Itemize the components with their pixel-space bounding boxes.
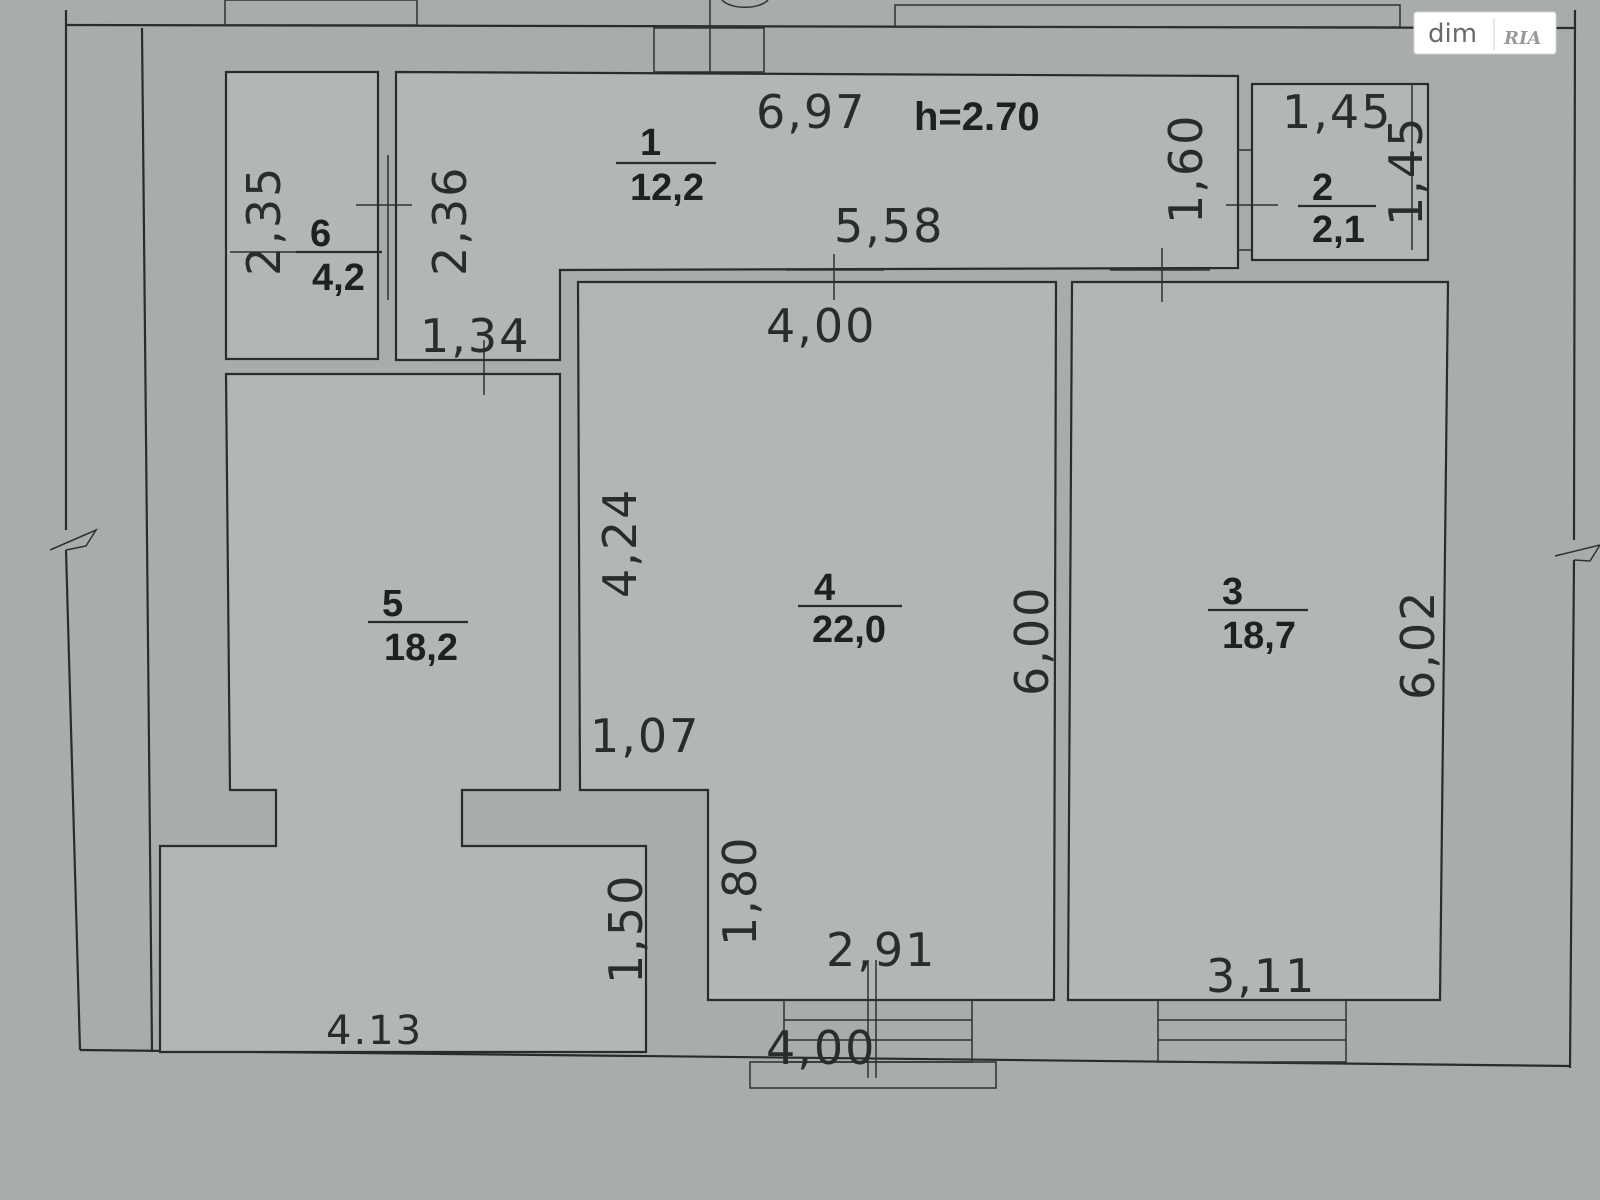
- ceiling-height: h=2.70: [914, 95, 1040, 139]
- room-4-outline: [576, 280, 1058, 1002]
- watermark-sub: RIA: [1503, 28, 1541, 49]
- room-4-area: 22,0: [812, 609, 886, 651]
- room-4-label: 4 22,0: [798, 567, 902, 651]
- room-2-outline: [1250, 82, 1430, 262]
- room-5-outline: [158, 372, 648, 1054]
- dim-2-91: 2,91: [826, 923, 936, 977]
- dim-3-11: 3,11: [1206, 949, 1316, 1003]
- room-1-outline: [394, 70, 1240, 362]
- balcony-steps: [749, 960, 1347, 1089]
- room-2-label: 2 2,1: [1298, 167, 1376, 251]
- room-6-number: 6: [310, 213, 331, 255]
- dim-4-24: 4,24: [593, 488, 647, 598]
- dim-1-80: 1,80: [713, 836, 767, 946]
- dim-4-13: 4.13: [326, 1008, 423, 1054]
- dim-1-45-horizontal: 1,45: [1282, 85, 1392, 139]
- dimension-labels: 6,97 5,58 4,00 1,34 1,45 1,07 2,91 3,11 …: [237, 85, 1445, 1075]
- room-1-area: 12,2: [630, 167, 704, 209]
- dim-2-36: 2,36: [423, 166, 477, 276]
- room-labels: 1 12,2 2 2,1 3 18,7 4 22,0 5 18,2 6 4,2: [296, 122, 1376, 669]
- dim-6-97: 6,97: [756, 85, 866, 139]
- watermark: dim RIA: [1413, 11, 1557, 55]
- outer-walls: [49, 0, 1600, 1069]
- dim-4-00-top: 4,00: [766, 299, 876, 353]
- dim-6-02: 6,02: [1391, 590, 1445, 700]
- dim-6-00: 6,00: [1005, 586, 1059, 696]
- dim-1-34: 1,34: [420, 309, 530, 363]
- room-6-outline: [224, 70, 380, 361]
- room-3-outline: [1066, 280, 1450, 1002]
- room-4-number: 4: [814, 567, 835, 609]
- room-2-area: 2,1: [1312, 209, 1365, 251]
- room-6-label: 6 4,2: [296, 213, 382, 299]
- dim-1-45-vertical: 1,45: [1379, 116, 1433, 226]
- room-outlines: [158, 70, 1450, 1054]
- room-2-number: 2: [1312, 167, 1333, 209]
- dim-1-60: 1,60: [1159, 114, 1213, 224]
- room-1-label: 1 12,2: [616, 122, 716, 209]
- dim-5-58: 5,58: [834, 199, 944, 253]
- room-5-label: 5 18,2: [368, 583, 468, 669]
- room-6-area: 4,2: [312, 257, 365, 299]
- dim-4-00-bottom: 4,00: [766, 1021, 876, 1075]
- room-5-number: 5: [382, 583, 403, 625]
- dim-1-07: 1,07: [590, 709, 700, 763]
- room-3-label: 3 18,7: [1208, 571, 1308, 657]
- room-5-area: 18,2: [384, 627, 458, 669]
- room-3-area: 18,7: [1222, 615, 1296, 657]
- dim-1-50: 1,50: [599, 874, 653, 984]
- watermark-brand: dim: [1428, 19, 1477, 49]
- room-3-number: 3: [1222, 571, 1243, 613]
- room-1-number: 1: [640, 122, 661, 164]
- dim-2-35: 2,35: [237, 166, 291, 276]
